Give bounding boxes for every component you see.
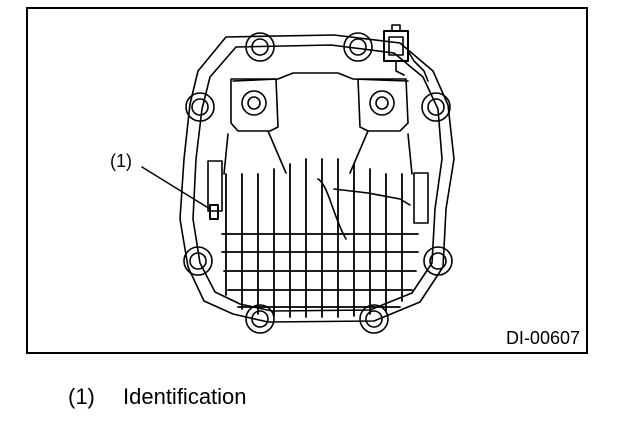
- bolt-mid-right: [421, 92, 451, 122]
- bolt-top-left: [245, 32, 275, 62]
- right-strut: [349, 130, 369, 174]
- diagram-frame: (1) DI-00607: [26, 7, 588, 354]
- right-side-pad: [413, 172, 429, 224]
- bolt-mid-left: [185, 92, 215, 122]
- bolt-bottom-left: [245, 304, 275, 334]
- bolt-bottom-right: [359, 304, 389, 334]
- cover-outline: [179, 34, 455, 323]
- callout-leader: [141, 166, 211, 210]
- sensor-connector: [383, 24, 429, 82]
- mounting-bosses: [230, 78, 409, 132]
- harness-wire: [317, 178, 411, 240]
- center-strut-right: [407, 133, 413, 175]
- bolt-low-right: [423, 246, 453, 276]
- cooling-fins: [221, 158, 419, 318]
- legend: (1) Identification: [68, 384, 247, 410]
- legend-number: (1): [68, 384, 95, 409]
- figure-id: DI-00607: [505, 328, 580, 348]
- identification-mark: [209, 204, 219, 220]
- left-side-pad: [207, 160, 223, 212]
- bolt-holes: [183, 32, 453, 334]
- left-strut: [267, 130, 287, 174]
- bolt-top-right: [343, 32, 373, 62]
- bolt-low-left: [183, 246, 213, 276]
- center-strut-left: [223, 133, 229, 175]
- differential-rear-cover-drawing: (1): [110, 24, 455, 334]
- callout-label: (1): [110, 151, 132, 171]
- legend-text: Identification: [123, 384, 247, 409]
